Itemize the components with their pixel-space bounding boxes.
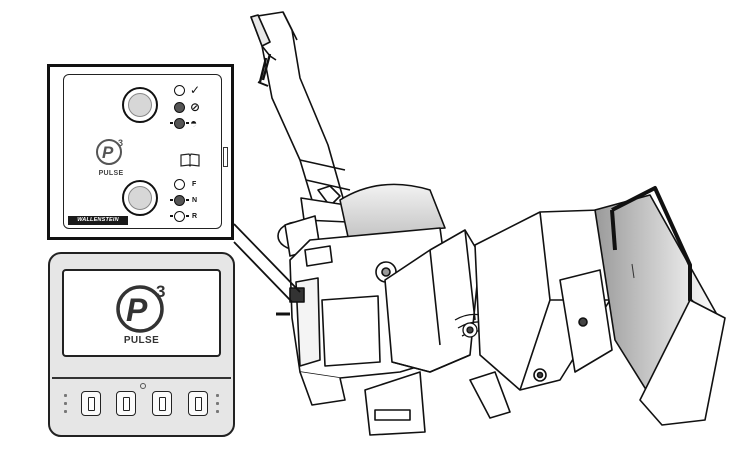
- engage-push-button[interactable]: [122, 87, 158, 123]
- callout-line-bottom: [233, 241, 293, 303]
- support-legs: [299, 371, 511, 436]
- soft-key-1[interactable]: [81, 391, 101, 416]
- edge-marker: [216, 402, 219, 405]
- p3-logo-icon: P 3: [96, 138, 123, 165]
- p3-logo-large-icon: P 3: [116, 282, 165, 333]
- display-unit: P 3 PULSE: [48, 252, 235, 437]
- direction-led-forward: [174, 179, 185, 190]
- direction-push-button[interactable]: [122, 180, 158, 216]
- check-icon: ✓: [190, 83, 201, 97]
- control-panel-callout: ✓ ⊘ ◓ P 3 PULSE F N R: [47, 64, 234, 240]
- status-led-feed-active: [170, 118, 189, 129]
- soft-key-3[interactable]: [152, 391, 172, 416]
- panel-logo-word: PULSE: [98, 170, 124, 177]
- feed-roller-box: [474, 209, 613, 391]
- soft-key-2[interactable]: [116, 391, 136, 416]
- callout-line-top: [233, 223, 301, 293]
- status-led-ready: [174, 85, 185, 96]
- display-screen: P 3 PULSE: [62, 269, 221, 357]
- manual-book-icon: [180, 153, 200, 167]
- mode-label-forward: F: [192, 181, 197, 188]
- mode-label-reverse: R: [192, 213, 198, 220]
- edge-marker: [64, 410, 67, 413]
- screen-logo-letter: P: [126, 292, 148, 328]
- status-led-stop: [174, 102, 185, 113]
- brand-label: WALLENSTEIN: [68, 216, 128, 225]
- soft-key-4[interactable]: [188, 391, 208, 416]
- edge-marker: [64, 394, 67, 397]
- edge-marker: [216, 394, 219, 397]
- display-status-indicator: [140, 383, 146, 389]
- prohibited-icon: ⊘: [190, 100, 201, 114]
- infeed-hopper: [594, 186, 726, 426]
- edge-marker: [64, 402, 67, 405]
- mode-label-neutral: N: [192, 197, 198, 204]
- display-divider: [52, 377, 231, 379]
- control-panel-face: ✓ ⊘ ◓ P 3 PULSE F N R: [63, 74, 222, 229]
- panel-side-slot: [223, 147, 228, 167]
- direction-led-neutral: [170, 195, 189, 206]
- screen-logo-superscript: 3: [156, 282, 165, 301]
- direction-led-reverse: [170, 211, 189, 222]
- drive-cover: [384, 229, 481, 373]
- panel-logo-letter: P: [102, 143, 114, 162]
- edge-marker: [216, 410, 219, 413]
- pulse-logo-panel: P 3 PULSE: [91, 137, 131, 177]
- panel-logo-superscript: 3: [118, 138, 123, 148]
- screen-logo-word: PULSE: [123, 335, 160, 346]
- feed-roller-icon: ◓: [190, 116, 198, 130]
- discharge-chute: [250, 11, 351, 223]
